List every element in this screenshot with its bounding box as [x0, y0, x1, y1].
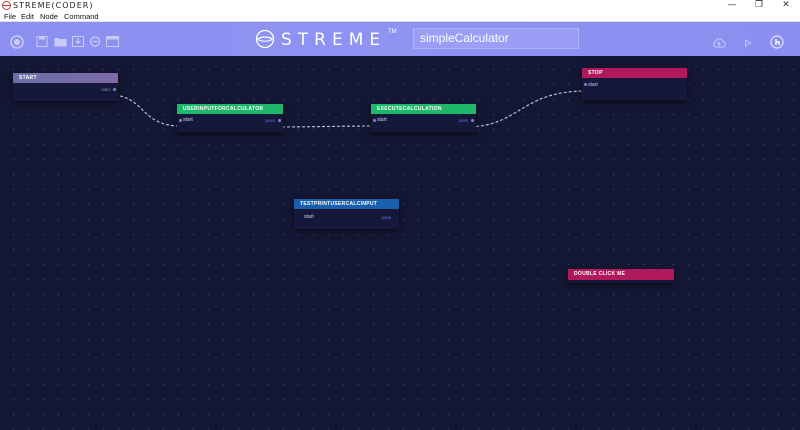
play-icon[interactable]	[743, 36, 753, 48]
menu-node[interactable]: Node	[40, 12, 58, 21]
touch-icon[interactable]	[770, 35, 784, 49]
menu-command[interactable]: Command	[64, 12, 99, 21]
node-userinputforcalculator[interactable]: USERINPUTFORCALCULATOR start pass	[177, 104, 283, 132]
node-canvas[interactable]: START start USERINPUTFORCALCULATOR start…	[0, 56, 800, 430]
record-icon[interactable]	[10, 35, 24, 49]
app-logo-icon	[2, 1, 11, 10]
menu-bar: File Edit Node Command	[0, 11, 800, 22]
toolbar: STREME TM simpleCalculator	[0, 22, 800, 56]
port-in-label: start	[183, 117, 193, 123]
port-out-dot[interactable]	[471, 119, 474, 122]
node-title: STOP	[582, 68, 687, 78]
wire-execute-to-stop	[465, 90, 587, 128]
project-name-input[interactable]: simpleCalculator	[413, 28, 579, 49]
port-out-label: pass	[458, 118, 468, 123]
close-button[interactable]: ✕	[782, 0, 790, 10]
port-in-dot[interactable]	[584, 83, 587, 86]
cloud-upload-icon[interactable]	[712, 36, 726, 48]
brand: STREME TM	[255, 28, 397, 50]
port-out-dot[interactable]	[278, 119, 281, 122]
title-bar: STREME(CODER) — ❐ ✕	[0, 0, 800, 11]
port-out-label: pass	[265, 118, 275, 123]
connection-wires	[109, 90, 587, 128]
trademark: TM	[388, 29, 397, 35]
node-title: TESTPRINTUSERCALCINPUT	[294, 199, 399, 209]
panel-icon[interactable]	[106, 36, 119, 47]
window-title: STREME(CODER)	[13, 1, 94, 10]
wire-start-to-userinput	[109, 94, 181, 127]
port-out-label: pass	[381, 215, 391, 220]
node-executecalculation[interactable]: EXECUTECALCULATION start pass	[371, 104, 476, 132]
minimize-button[interactable]: —	[727, 0, 737, 10]
port-in-label: start	[377, 117, 387, 123]
port-in-dot[interactable]	[373, 119, 376, 122]
sync-icon[interactable]	[89, 36, 101, 47]
port-in-label: start	[304, 214, 314, 220]
wire-userinput-to-execute	[271, 125, 379, 128]
open-folder-icon[interactable]	[54, 36, 67, 47]
node-title: USERINPUTFORCALCULATOR	[177, 104, 283, 114]
node-title: START	[13, 73, 118, 83]
menu-edit[interactable]: Edit	[21, 12, 34, 21]
port-in-label: start	[588, 82, 598, 88]
node-double-click-me[interactable]: DOUBLE CLICK ME	[568, 269, 674, 283]
node-start[interactable]: START start	[13, 73, 118, 101]
node-testprintusercalcinput[interactable]: TESTPRINTUSERCALCINPUT start pass	[294, 199, 399, 229]
save-icon[interactable]	[36, 36, 48, 47]
port-in-dot[interactable]	[179, 119, 182, 122]
port-out-label: start	[101, 87, 110, 92]
node-title: EXECUTECALCULATION	[371, 104, 476, 114]
streme-logo-icon	[255, 29, 275, 49]
brand-name: STREME	[281, 30, 387, 50]
download-icon[interactable]	[72, 36, 84, 47]
node-stop[interactable]: STOP start	[582, 68, 687, 100]
menu-file[interactable]: File	[4, 12, 17, 21]
node-title: DOUBLE CLICK ME	[568, 269, 674, 280]
port-out-dot[interactable]	[113, 88, 116, 91]
restore-button[interactable]: ❐	[754, 0, 764, 10]
